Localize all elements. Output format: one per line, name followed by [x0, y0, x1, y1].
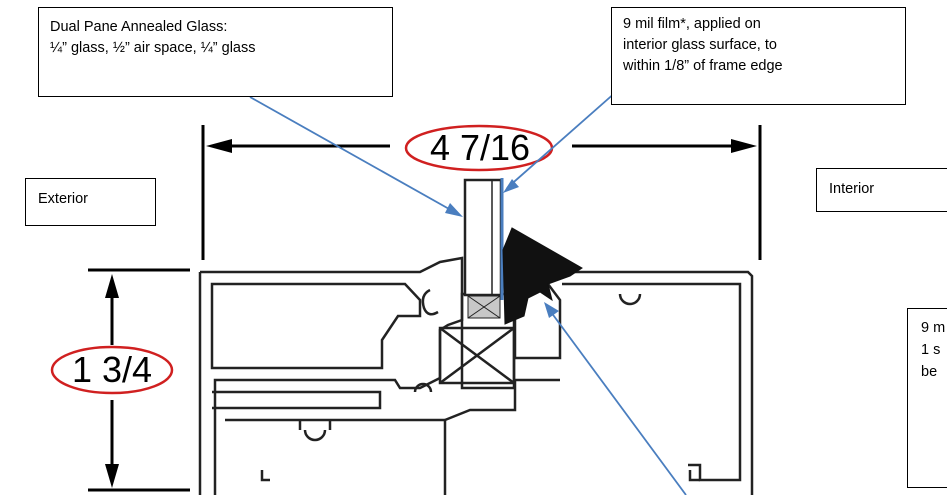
height-dimension-label: 1 3/4 — [72, 349, 152, 390]
frame-outer-outline — [200, 256, 464, 495]
setting-block — [438, 326, 516, 385]
exterior-lower-channel — [212, 390, 382, 410]
width-dimension — [201, 125, 762, 260]
interior-label: Interior — [829, 181, 875, 197]
glass-leader-arrowhead — [445, 203, 463, 217]
interior-chamber — [562, 282, 742, 482]
gasket-leader-arrowhead — [544, 302, 559, 318]
glass-spec-line-2: ¼” glass, ½” air space, ¼” glass — [50, 40, 256, 56]
width-arrowhead-right — [731, 139, 757, 153]
film-spec-line-2: interior glass surface, to — [623, 37, 777, 53]
interior-gasket-seal — [502, 227, 583, 325]
interior-base — [444, 378, 560, 422]
film-spec-line-3: within 1/8” of frame edge — [623, 58, 783, 74]
exterior-label: Exterior — [38, 191, 88, 207]
height-label-highlight-ellipse — [50, 345, 174, 395]
note-line-3: be — [921, 364, 938, 380]
leader-lines — [249, 83, 687, 495]
note-line-1: 9 m — [921, 320, 946, 336]
interior-label-box: Interior — [816, 168, 947, 212]
exterior-label-box: Exterior — [25, 178, 156, 226]
note-callout: 9 m 1 s be — [907, 308, 947, 488]
gasket-leader-line — [547, 307, 687, 495]
film-leader-line — [506, 83, 626, 189]
clip-mid — [413, 382, 433, 393]
exterior-bottom-chamber — [225, 418, 447, 495]
exterior-chamber — [210, 282, 422, 370]
glass-spec-line-1: Dual Pane Annealed Glass: — [50, 19, 228, 35]
film-leader-arrowhead — [503, 179, 519, 193]
width-dimension-label: 4 7/16 — [430, 127, 530, 168]
glass-leader-line — [249, 96, 459, 215]
height-arrowhead-bottom — [105, 464, 119, 488]
frame-outer-outline-right — [548, 270, 754, 495]
note-line-2: 1 s — [921, 342, 941, 358]
glass-pane — [463, 178, 503, 297]
height-dimension — [88, 268, 190, 492]
width-arrowhead-left — [206, 139, 232, 153]
height-arrowhead-top — [105, 274, 119, 298]
clip-bottom-left — [298, 420, 332, 442]
film-spec-line-1: 9 mil film*, applied on — [623, 16, 761, 32]
glass-spec-callout: Dual Pane Annealed Glass: ¼” glass, ½” a… — [38, 7, 393, 97]
frame-bottom-right-step — [260, 470, 700, 482]
clip-left — [421, 288, 439, 316]
clip-top-right — [618, 293, 642, 306]
film-spec-callout: 9 mil film*, applied on interior glass s… — [611, 7, 906, 105]
